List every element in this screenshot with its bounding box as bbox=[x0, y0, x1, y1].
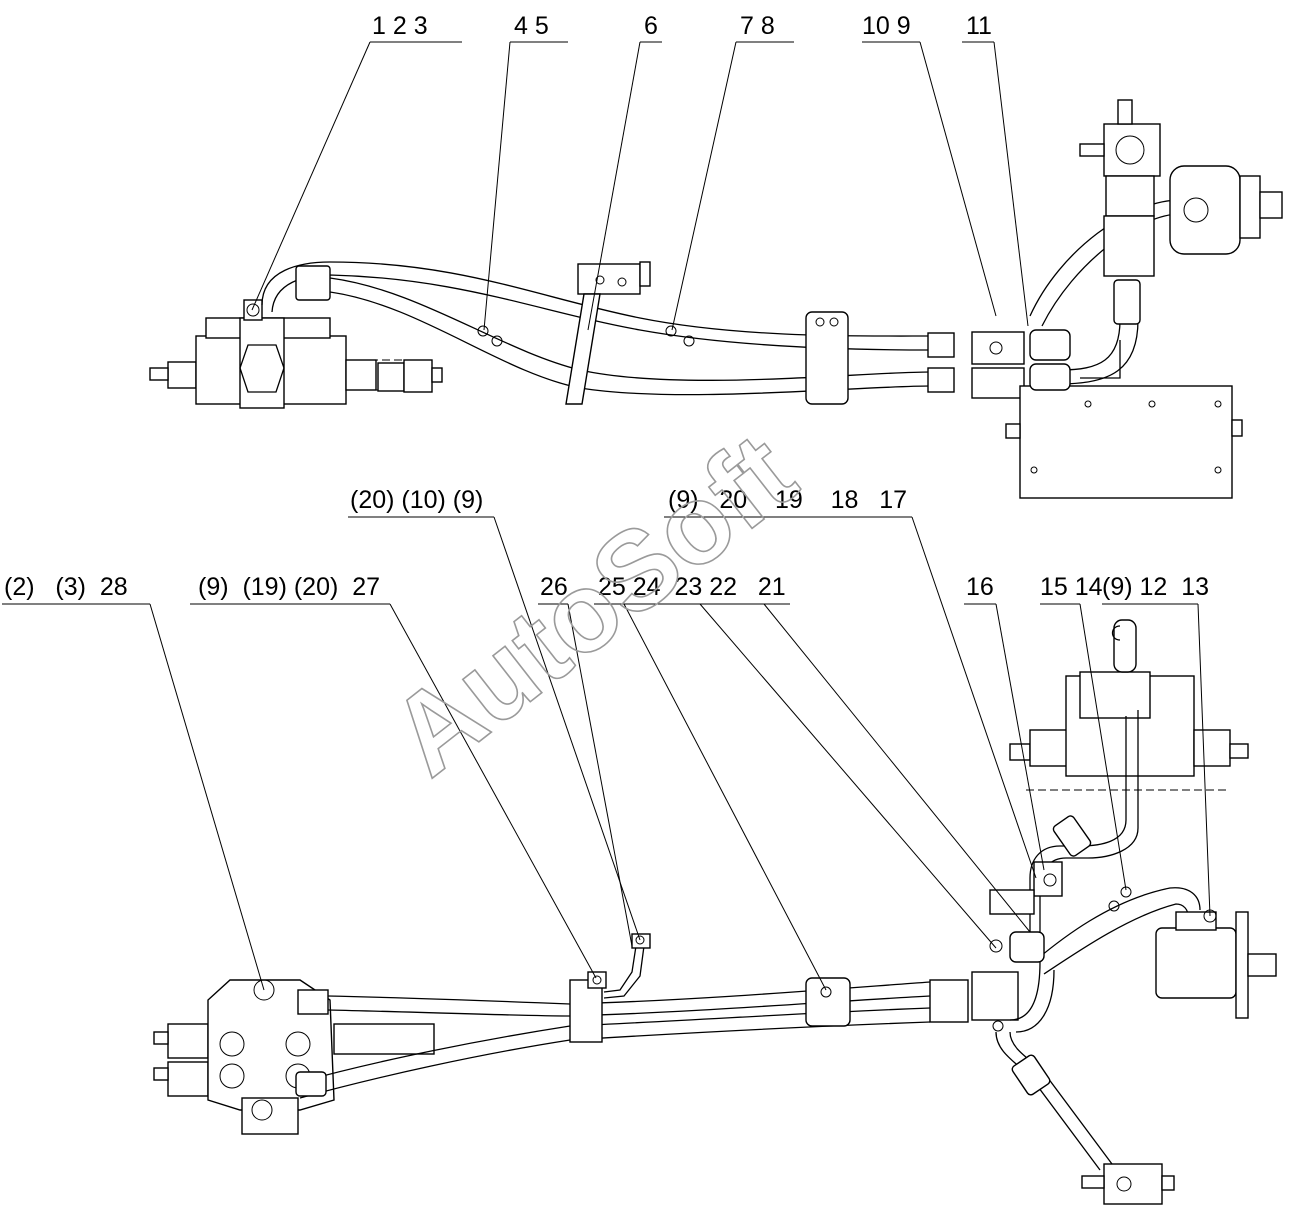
top-bracket bbox=[565, 261, 651, 405]
bottom-control-valve bbox=[153, 979, 435, 1135]
callout-26: 26 bbox=[540, 573, 568, 601]
top-pump bbox=[1079, 99, 1283, 325]
callout-15-14: 15 14 bbox=[1040, 573, 1103, 601]
callout-20-10-9: (20) (10) (9) bbox=[350, 486, 483, 514]
bottom-assembly bbox=[153, 619, 1277, 1205]
bottom-bracket bbox=[569, 933, 651, 1043]
bottom-junction bbox=[971, 939, 1175, 1205]
callout-1-2-3: 1 2 3 bbox=[372, 12, 428, 40]
callout-10-9: 10 9 bbox=[862, 12, 911, 40]
callout-6: 6 bbox=[644, 12, 658, 40]
callout-2-3-28: (2) (3) 28 bbox=[4, 573, 128, 601]
callout-11: 11 bbox=[966, 12, 992, 40]
top-control-valve bbox=[149, 299, 443, 409]
callout-7-8: 7 8 bbox=[740, 12, 775, 40]
callout-16: 16 bbox=[966, 573, 994, 601]
top-clamp bbox=[805, 311, 849, 405]
top-right-block bbox=[971, 199, 1243, 499]
leader-lines bbox=[2, 41, 1211, 991]
bottom-clamp bbox=[805, 977, 851, 1027]
bottom-pump bbox=[1009, 886, 1277, 1033]
callout-labels: 1 2 3 4 5 6 7 8 10 9 11 (20) (10) (9) (9… bbox=[4, 12, 1209, 601]
callout-25-24-23-22-21: 25 24 23 22 21 bbox=[598, 573, 786, 601]
bottom-upper-valve bbox=[989, 619, 1249, 946]
callout-9-12-13: (9) 12 13 bbox=[1102, 573, 1209, 601]
top-assembly bbox=[149, 99, 1283, 499]
callout-4-5: 4 5 bbox=[514, 12, 549, 40]
callout-9-20-19-18-17: (9) 20 19 18 17 bbox=[668, 486, 907, 514]
callout-9-19-20-27: (9) (19) (20) 27 bbox=[198, 573, 380, 601]
